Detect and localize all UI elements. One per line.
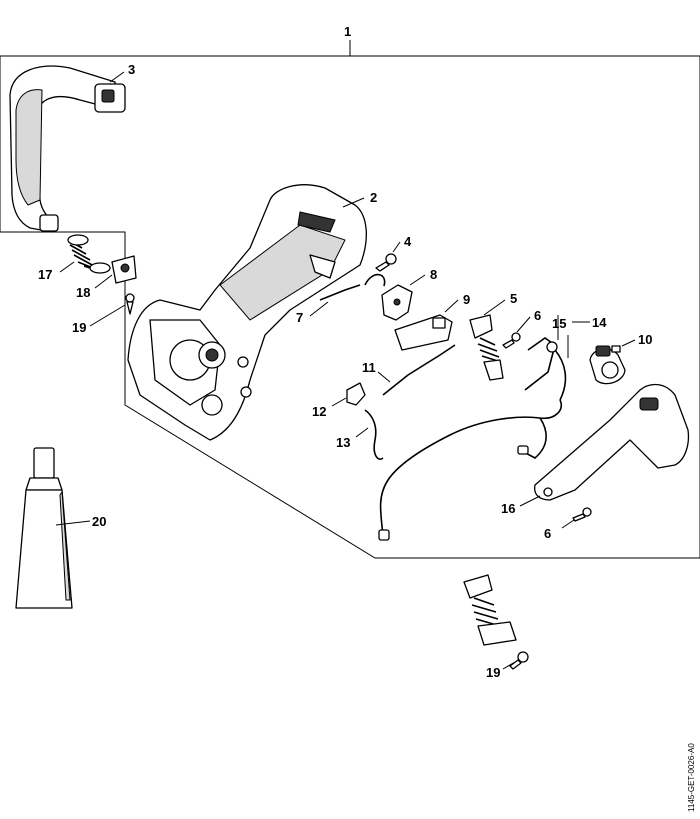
callout-9: 9 (463, 292, 470, 307)
callout-5: 5 (510, 291, 517, 306)
spring-assembly-5 (469, 314, 504, 381)
leader-lines (55, 71, 636, 670)
callouts: 1 3 2 4 8 7 9 5 6 15 14 10 11 12 13 16 6… (38, 24, 652, 680)
stop-switch (589, 345, 626, 385)
callout-20: 20 (92, 514, 106, 529)
callout-18: 18 (76, 285, 90, 300)
connecting-cable (378, 399, 562, 541)
callout-10: 10 (638, 332, 652, 347)
throttle-rod (524, 337, 567, 401)
throttle-rod-11 (382, 344, 456, 396)
callout-3: 3 (128, 62, 135, 77)
interlock-lever (381, 284, 413, 321)
callout-11: 11 (362, 360, 376, 375)
screw-4 (375, 253, 397, 272)
callout-8: 8 (430, 267, 437, 282)
screw-left (125, 293, 135, 315)
handle-cover (534, 383, 690, 501)
callout-7: 7 (296, 310, 303, 325)
spring-assembly-lower (463, 574, 517, 646)
hex-nut (111, 255, 137, 284)
throttle-interlock (394, 314, 453, 351)
callout-2: 2 (370, 190, 377, 205)
screw-6-upper (502, 332, 521, 349)
callout-15: 15 (552, 316, 566, 331)
grease-tube (15, 447, 73, 609)
front-handle (9, 65, 126, 233)
callout-6b: 6 (544, 526, 551, 541)
callout-4: 4 (404, 234, 412, 249)
callout-14: 14 (592, 315, 607, 330)
rear-handle-housing (127, 184, 367, 441)
annular-buffer-spring (67, 234, 111, 274)
assembly-outline (0, 40, 700, 559)
drawing-code: 1145-GET-0026-A0 (687, 743, 696, 812)
callout-19b: 19 (486, 665, 500, 680)
callout-19a: 19 (72, 320, 86, 335)
callout-12: 12 (312, 404, 326, 419)
callout-6a: 6 (534, 308, 541, 323)
callout-17: 17 (38, 267, 52, 282)
torsion-spring (319, 273, 386, 301)
spring-clip-13 (364, 409, 384, 460)
callout-1: 1 (344, 24, 351, 39)
callout-16: 16 (501, 501, 515, 516)
screw-6-lower (572, 507, 592, 522)
callout-13: 13 (336, 435, 350, 450)
bracket-12 (346, 382, 366, 406)
screw-19-lower (509, 651, 529, 670)
